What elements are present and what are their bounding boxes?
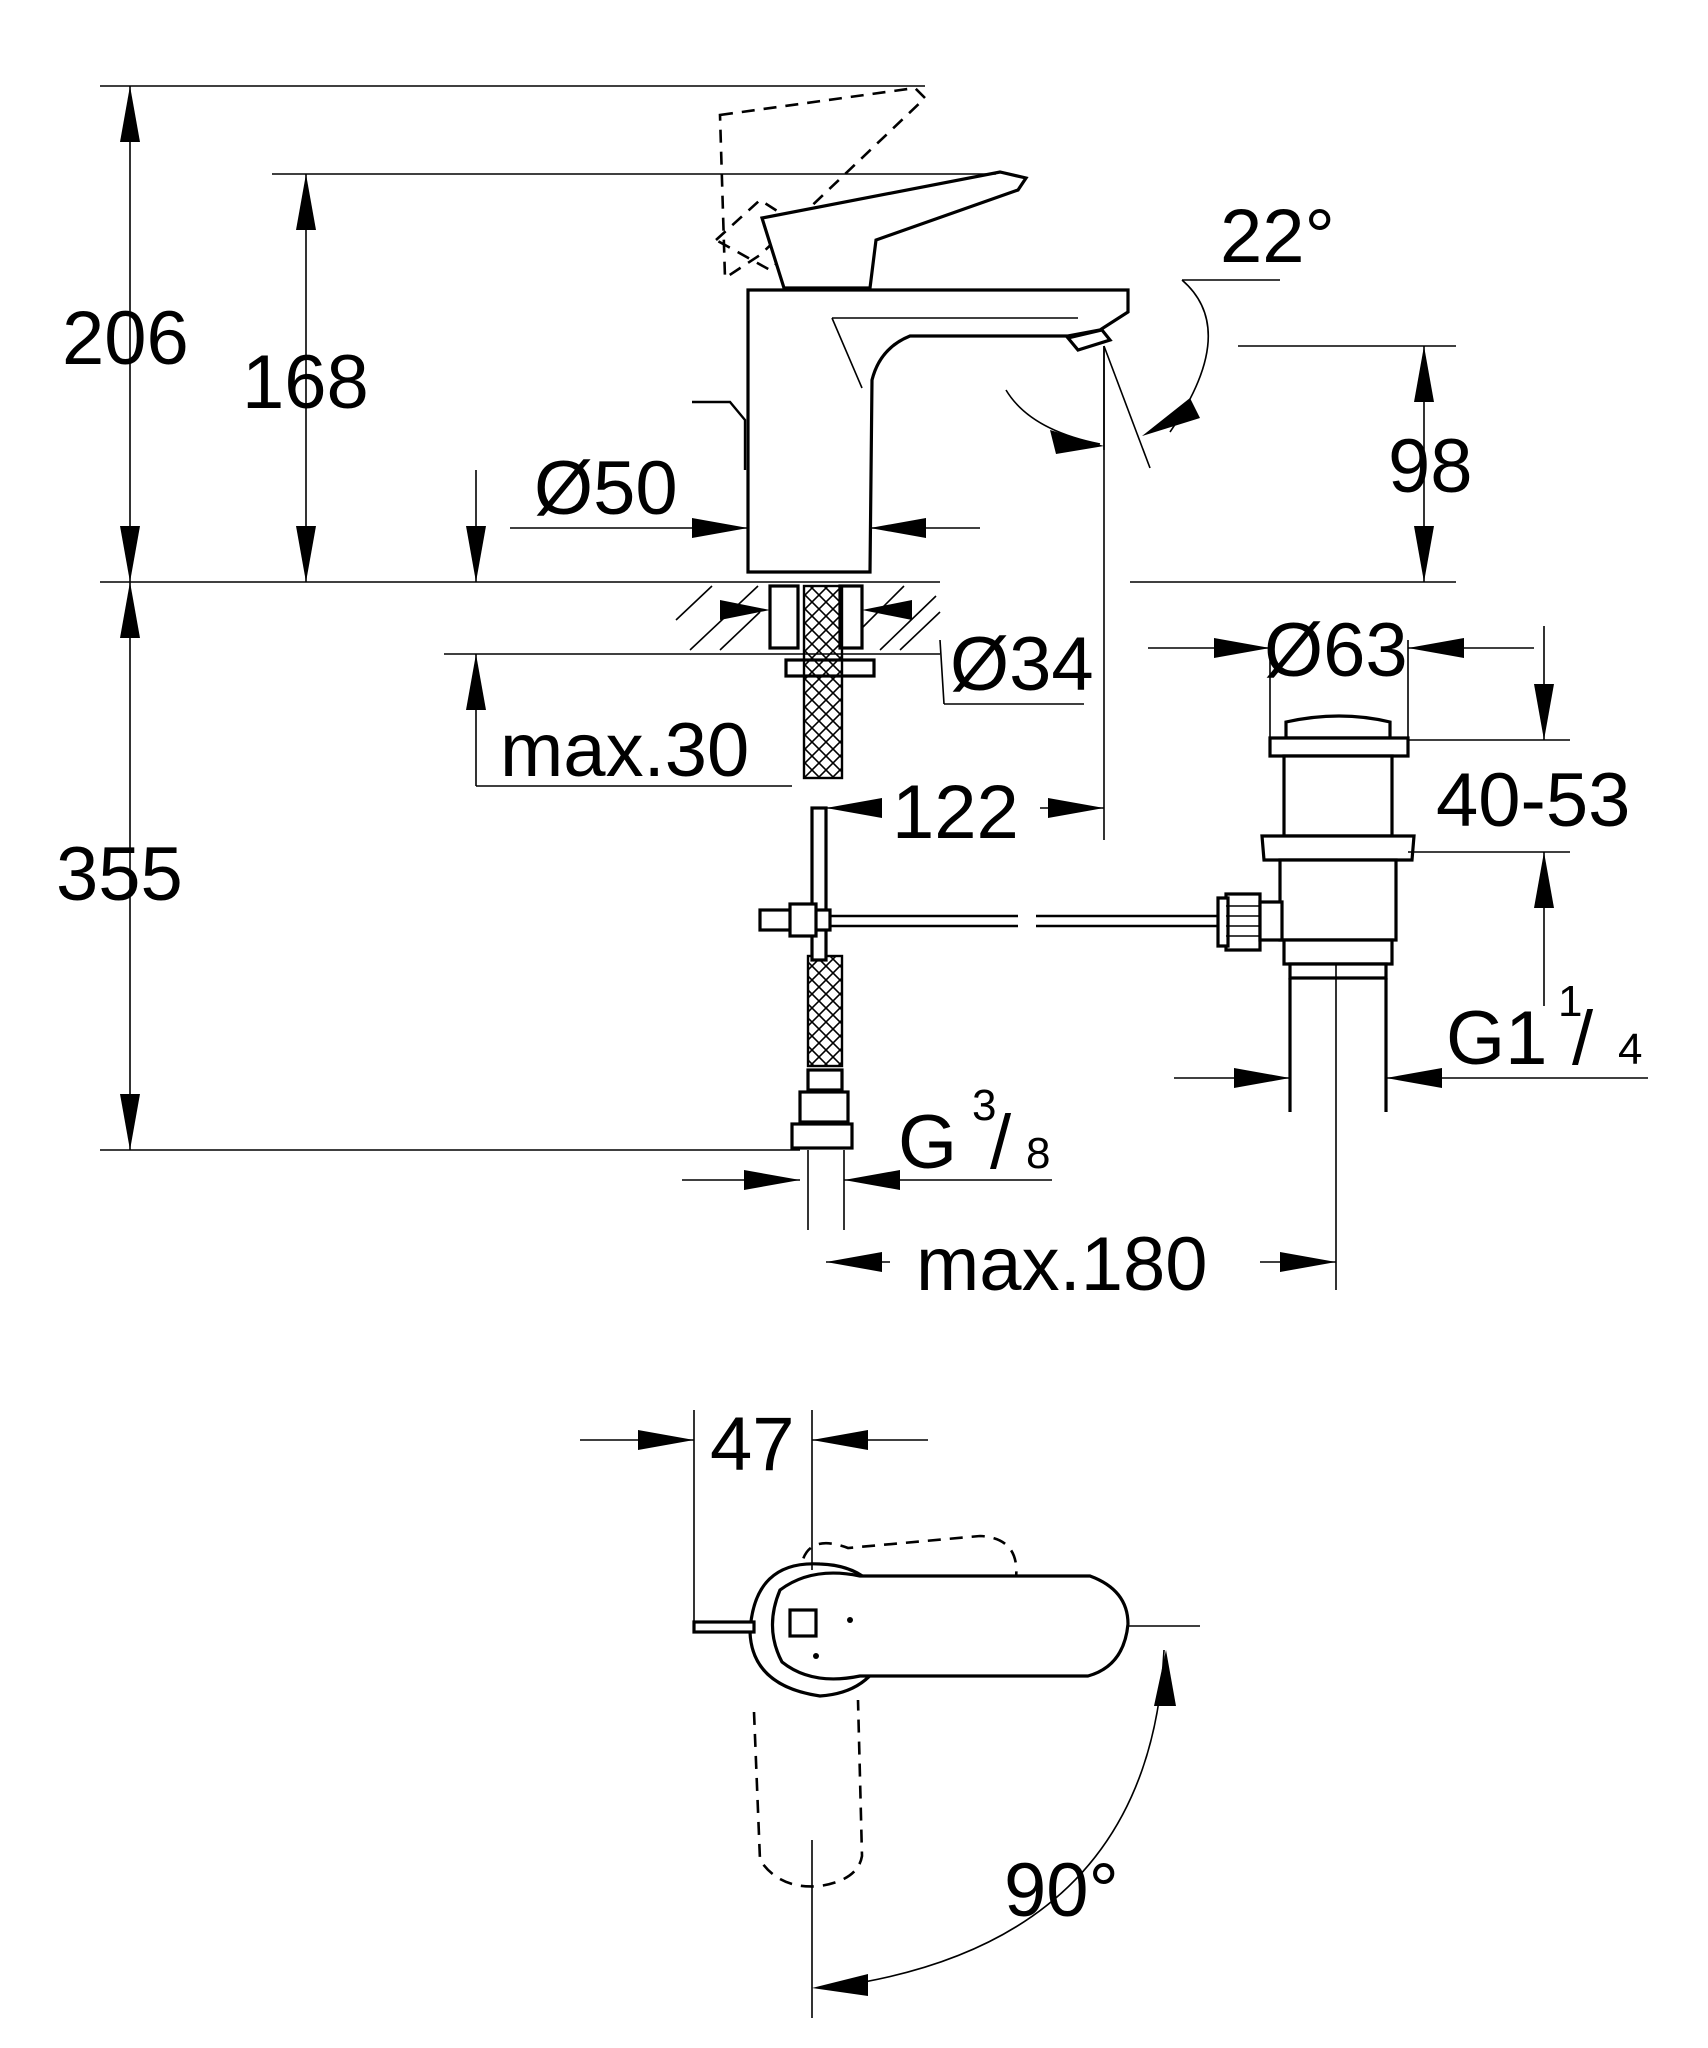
dim-overall-height: 206: [62, 296, 189, 381]
dim-supply-thread-slash: /: [990, 1100, 1012, 1185]
dimension-lines: [100, 85, 1648, 1290]
dim-waste-thread: G1: [1446, 996, 1547, 1081]
faucet-top-view: [580, 1410, 1200, 2018]
dimension-labels: 206 168 22° 98 Ø50 Ø34 Ø63 max.30 122 40…: [56, 194, 1642, 1933]
dim-waste-thread-num: 1: [1558, 977, 1582, 1026]
dim-supply-thread-den: 8: [1026, 1129, 1050, 1178]
dim-outlet-height: 98: [1388, 424, 1473, 509]
dim-waste-range: 40-53: [1436, 758, 1630, 843]
dim-waste-thread-den: 4: [1618, 1025, 1642, 1074]
faucet-front-view: [692, 86, 1130, 574]
dim-hose-length: 355: [56, 832, 183, 917]
dim-max-distance: max.180: [916, 1222, 1208, 1307]
dim-body-diameter: Ø50: [534, 446, 678, 531]
dim-hole-diameter: Ø34: [950, 622, 1094, 707]
dim-spout-angle: 22°: [1220, 194, 1335, 279]
dim-waste-thread-slash: /: [1572, 996, 1594, 1081]
dim-lever-offset: 47: [710, 1402, 795, 1487]
dim-supply-thread-num: 3: [972, 1081, 996, 1130]
popup-linkage: [758, 806, 1220, 962]
waste-valve: [1216, 714, 1416, 1112]
dim-waste-diameter: Ø63: [1264, 608, 1408, 693]
dim-lever-height: 168: [242, 340, 369, 425]
dim-max-deck-thickness: max.30: [500, 708, 749, 793]
dim-lever-rotation: 90°: [1004, 1848, 1119, 1933]
dim-supply-thread: G: [898, 1100, 957, 1185]
supply-hose: [790, 584, 854, 1230]
dim-spout-reach: 122: [892, 770, 1019, 855]
